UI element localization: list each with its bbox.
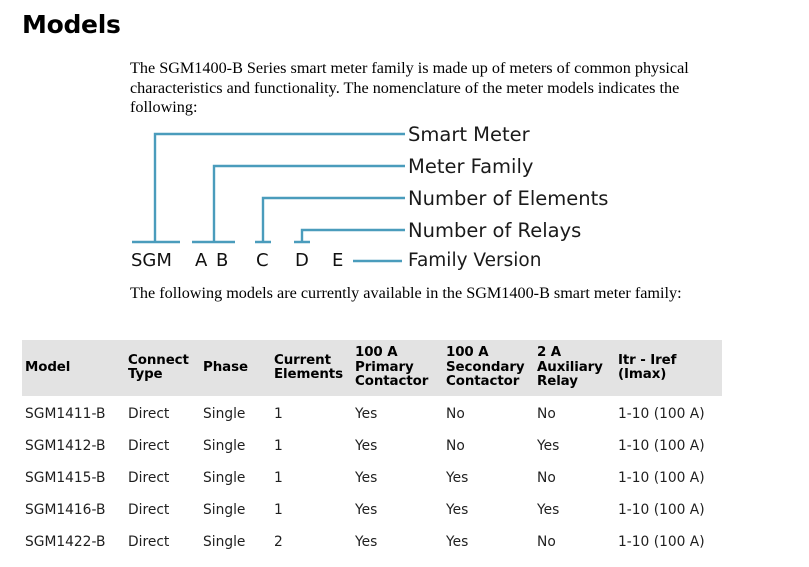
cell-phase: Single (203, 470, 246, 486)
cell-current-elements: 1 (274, 470, 283, 486)
cell-itr-iref: 1-10 (100 A) (618, 534, 705, 550)
cell-primary-contactor: Yes (355, 470, 378, 486)
cell-connect-type: Direct (128, 534, 170, 550)
cell-itr-iref: 1-10 (100 A) (618, 502, 705, 518)
cell-itr-iref: 1-10 (100 A) (618, 470, 705, 486)
code-a: A (195, 250, 208, 271)
cell-current-elements: 2 (274, 534, 283, 550)
cell-secondary-contactor: No (446, 406, 465, 422)
cell-phase: Single (203, 534, 246, 550)
col-phase: Phase (203, 359, 248, 375)
table-row: SGM1411-B Direct Single 1 Yes No No 1-10… (22, 396, 722, 430)
table-row: SGM1415-B Direct Single 1 Yes Yes No 1-1… (22, 462, 722, 494)
cell-auxiliary-relay: No (537, 534, 556, 550)
label-family-version: Family Version (408, 250, 541, 271)
col-model: Model (25, 359, 71, 375)
cell-primary-contactor: Yes (355, 502, 378, 518)
cell-model: SGM1416-B (25, 502, 106, 518)
meter-family-line (192, 164, 405, 244)
cell-phase: Single (203, 502, 246, 518)
cell-connect-type: Direct (128, 406, 170, 422)
number-of-relays-line (294, 228, 405, 244)
code-e: E (332, 250, 343, 271)
cell-connect-type: Direct (128, 438, 170, 454)
nomenclature-svg: SGM A B C D E Smart Meter Meter Family N… (131, 123, 608, 271)
label-meter-family: Meter Family (408, 155, 533, 178)
table-row: SGM1412-B Direct Single 1 Yes No Yes 1-1… (22, 430, 722, 462)
cell-model: SGM1422-B (25, 534, 106, 550)
col-connect-type: Connect Type (128, 352, 189, 382)
label-smart-meter: Smart Meter (408, 123, 531, 146)
cell-auxiliary-relay: Yes (537, 438, 560, 454)
cell-current-elements: 1 (274, 438, 283, 454)
cell-auxiliary-relay: No (537, 406, 556, 422)
smart-meter-line (132, 132, 405, 244)
col-secondary-contactor: 100 A Secondary Contactor (446, 345, 525, 390)
col-current-elements: Current Elements (274, 352, 343, 382)
cell-primary-contactor: Yes (355, 438, 378, 454)
cell-current-elements: 1 (274, 502, 283, 518)
code-c: C (256, 250, 269, 271)
intro-paragraph: The SGM1400-B Series smart meter family … (130, 59, 689, 116)
col-itr-iref: Itr - Iref (Imax) (618, 352, 677, 382)
cell-phase: Single (203, 438, 246, 454)
models-intro-paragraph: The following models are currently avail… (130, 284, 682, 302)
cell-auxiliary-relay: No (537, 470, 556, 486)
col-primary-contactor: 100 A Primary Contactor (355, 345, 429, 390)
cell-secondary-contactor: Yes (446, 502, 469, 518)
cell-model: SGM1415-B (25, 470, 106, 486)
cell-phase: Single (203, 406, 246, 422)
code-b: B (216, 250, 228, 271)
nomenclature-diagram: SGM A B C D E Smart Meter Meter Family N… (120, 118, 640, 278)
table-row: SGM1416-B Direct Single 1 Yes Yes Yes 1-… (22, 494, 722, 526)
page-heading: Models (22, 10, 121, 39)
cell-primary-contactor: Yes (355, 406, 378, 422)
cell-itr-iref: 1-10 (100 A) (618, 406, 705, 422)
code-sgm: SGM (131, 250, 172, 271)
label-number-of-elements: Number of Elements (408, 187, 608, 210)
code-d: D (295, 250, 309, 271)
label-number-of-relays: Number of Relays (408, 219, 581, 242)
cell-secondary-contactor: No (446, 438, 465, 454)
cell-model: SGM1411-B (25, 406, 106, 422)
number-of-elements-line (255, 196, 405, 244)
cell-secondary-contactor: Yes (446, 470, 469, 486)
cell-connect-type: Direct (128, 470, 170, 486)
cell-current-elements: 1 (274, 406, 283, 422)
cell-model: SGM1412-B (25, 438, 106, 454)
table-row: SGM1422-B Direct Single 2 Yes Yes No 1-1… (22, 526, 722, 558)
cell-secondary-contactor: Yes (446, 534, 469, 550)
cell-auxiliary-relay: Yes (537, 502, 560, 518)
col-auxiliary-relay: 2 A Auxiliary Relay (537, 345, 603, 390)
table-header-row: Model Connect Type Phase Current Element… (22, 340, 722, 396)
cell-itr-iref: 1-10 (100 A) (618, 438, 705, 454)
cell-primary-contactor: Yes (355, 534, 378, 550)
models-table: Model Connect Type Phase Current Element… (22, 340, 722, 558)
cell-connect-type: Direct (128, 502, 170, 518)
